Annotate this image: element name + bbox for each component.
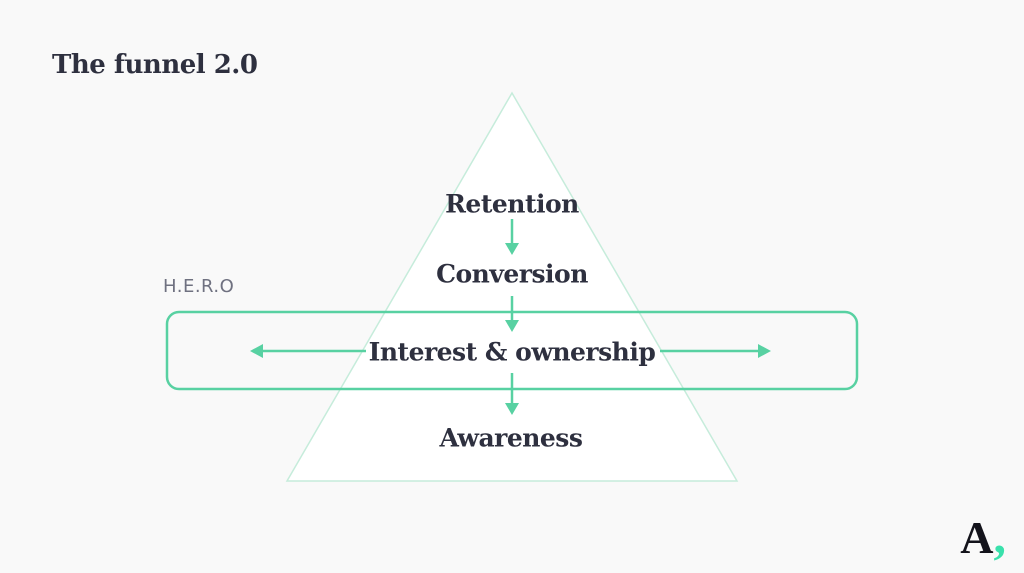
down-arrow-icon bbox=[505, 296, 519, 332]
funnel-level-awareness: Awareness bbox=[439, 423, 583, 453]
funnel-level-conversion: Conversion bbox=[436, 259, 588, 289]
left-arrow-icon bbox=[250, 344, 366, 358]
down-arrow-icon bbox=[505, 219, 519, 255]
down-arrow-icon bbox=[505, 373, 519, 415]
brand-logo: A, bbox=[960, 511, 1006, 561]
funnel-triangle bbox=[285, 91, 739, 482]
logo-comma-icon: , bbox=[993, 508, 1007, 564]
logo-letter: A bbox=[960, 512, 994, 563]
funnel-level-retention: Retention bbox=[445, 189, 579, 219]
hero-caption: H.E.R.O bbox=[163, 276, 235, 297]
funnel-level-interest-ownership: Interest & ownership bbox=[368, 337, 656, 367]
page-title: The funnel 2.0 bbox=[52, 50, 258, 80]
right-arrow-icon bbox=[660, 344, 771, 358]
